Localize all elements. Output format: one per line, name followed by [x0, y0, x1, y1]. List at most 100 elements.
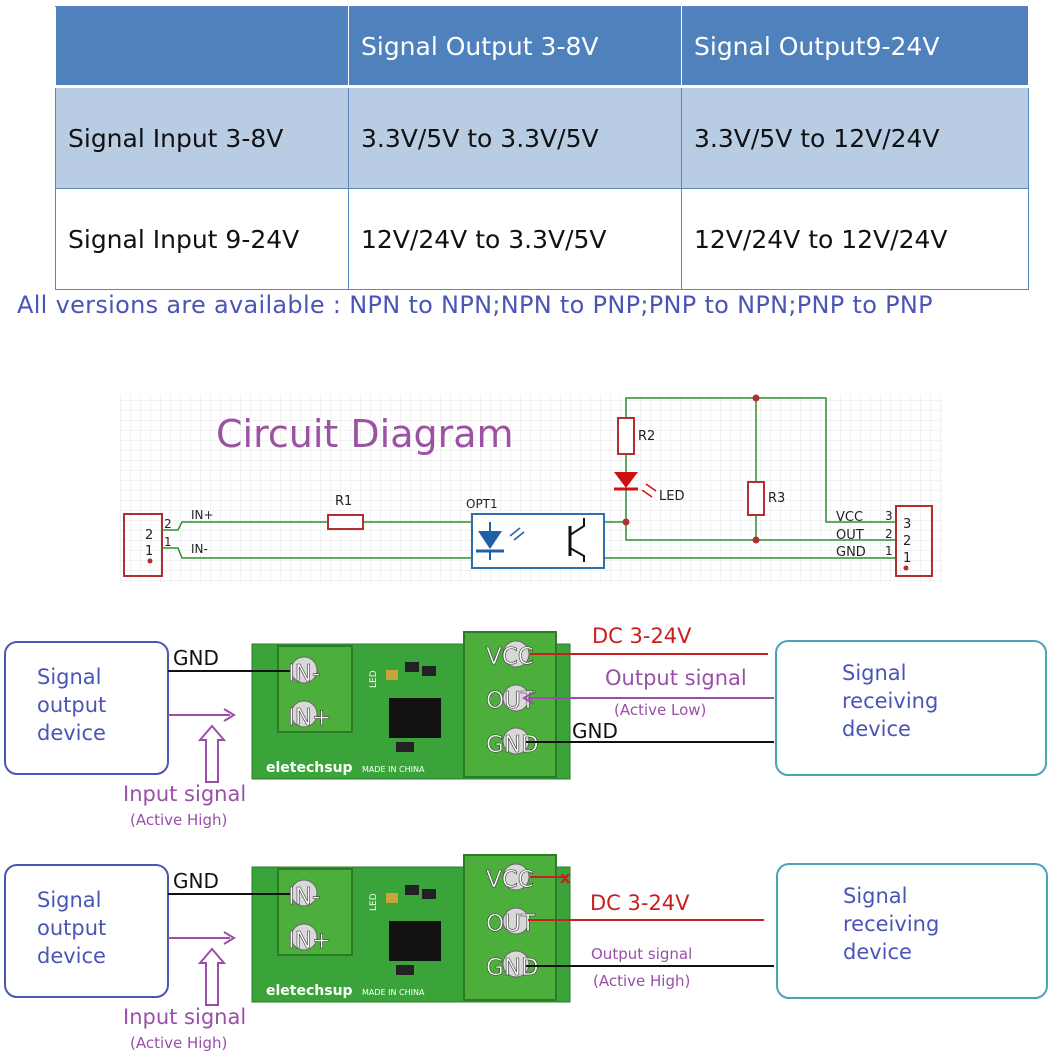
table-cell: Signal Input 9-24V	[55, 188, 349, 290]
smd-component	[405, 885, 419, 895]
smd-component	[396, 742, 414, 752]
device-label-line: Signal	[843, 884, 908, 908]
table-header-row: Signal Output 3-8V Signal Output9-24V	[55, 6, 1029, 87]
connector-pin-label: 2	[145, 528, 153, 543]
net-number: 1	[164, 535, 172, 549]
input-signal-label: Input signal	[123, 782, 246, 806]
connector-pin-label: 1	[903, 551, 911, 566]
resistor-r2: R2	[617, 417, 655, 455]
terminal-label-in-minus: IN-	[288, 661, 320, 687]
junction-dots	[622, 394, 760, 544]
signal-output-device-box	[4, 864, 169, 998]
smd-component	[405, 662, 419, 672]
terminal-block-output	[463, 854, 557, 1001]
resistor-r3: R3	[747, 481, 785, 516]
connector-pin-label: 3	[903, 517, 911, 532]
device-label-line: device	[37, 721, 106, 745]
smd-component	[386, 670, 398, 680]
terminal-label-out: OUT	[486, 688, 536, 714]
optocoupler-label: OPT1	[466, 497, 498, 511]
versions-note: All versions are available : NPN to NPN;…	[17, 291, 933, 319]
resistor-label: R3	[768, 491, 785, 506]
device-label-line: Signal	[842, 661, 907, 685]
power-label: DC 3-24V	[592, 624, 692, 648]
table-cell: 3.3V/5V to 3.3V/5V	[348, 85, 682, 189]
resistor-label: R2	[638, 429, 655, 444]
output-signal-label: Output signal	[605, 666, 747, 690]
smd-component	[422, 666, 436, 676]
pcb-board	[251, 866, 571, 1003]
net-number: 2	[885, 527, 893, 541]
terminal-block-output	[463, 631, 557, 778]
up-arrow-icon	[197, 724, 227, 783]
screw-icon	[502, 950, 530, 978]
power-label: DC 3-24V	[590, 891, 690, 915]
input-active-label: (Active High)	[130, 811, 227, 829]
terminal-label-gnd: GND	[486, 955, 539, 981]
gnd-label-right: GND	[572, 719, 618, 743]
screw-icon	[502, 640, 530, 668]
signal-receiving-device-box	[776, 863, 1048, 999]
table-cell: 12V/24V to 12V/24V	[681, 188, 1029, 290]
wiring-diagram-active-low: Signal output device Signal receiving de…	[4, 624, 1047, 829]
input-signal-label: Input signal	[123, 1005, 246, 1029]
screw-icon	[502, 863, 530, 891]
table-cell: Signal Input 3-8V	[55, 85, 349, 189]
led-label: LED	[659, 489, 684, 504]
table-header-corner	[55, 6, 349, 87]
signal-input-arrow-icon	[223, 931, 236, 945]
screw-icon	[502, 907, 530, 935]
output-connector: VCC OUT GND 3 2 1 3 2 1	[836, 505, 933, 577]
smd-component	[396, 965, 414, 975]
led-silkscreen: LED	[369, 670, 379, 688]
smd-component	[386, 893, 398, 903]
made-in-silkscreen: MADE IN CHINA	[362, 765, 425, 774]
input-connector: 2 1 2 1	[123, 513, 172, 577]
resistor-r1: R1	[327, 494, 364, 530]
net-label-vcc: VCC	[836, 510, 863, 525]
net-number: 2	[164, 517, 172, 531]
input-active-label: (Active High)	[130, 1034, 227, 1052]
screw-icon	[290, 700, 318, 728]
terminal-label-gnd: GND	[486, 732, 539, 758]
screw-icon	[290, 879, 318, 907]
terminal-block-input	[277, 645, 353, 733]
table-header-output-9-24v: Signal Output9-24V	[681, 6, 1029, 87]
device-label-line: output	[37, 916, 106, 940]
terminal-label-in-plus: IN+	[288, 705, 331, 731]
table-row: Signal Input 9-24V 12V/24V to 3.3V/5V 12…	[55, 188, 1029, 290]
voltage-spec-table: Signal Output 3-8V Signal Output9-24V Si…	[55, 6, 1029, 290]
circuit-title: Circuit Diagram	[216, 412, 514, 456]
screw-icon	[502, 727, 530, 755]
net-label-in-minus: IN-	[191, 542, 208, 556]
circuit-wires	[162, 397, 896, 559]
device-label-line: receiving	[842, 689, 938, 713]
table-cell: 3.3V/5V to 12V/24V	[681, 85, 1029, 189]
screw-icon	[502, 684, 530, 712]
output-active-label: (Active Low)	[614, 701, 706, 719]
wiring-diagram-active-high: Signal output device Signal receiving de…	[4, 854, 1048, 1052]
brand-silkscreen: eletechsup	[266, 983, 353, 999]
net-label-gnd: GND	[836, 545, 866, 560]
vcc-disconnected-icon: x	[560, 868, 571, 887]
device-label-line: Signal	[37, 665, 102, 689]
device-label-line: Signal	[37, 888, 102, 912]
terminal-label-in-plus: IN+	[288, 928, 331, 954]
terminal-label-in-minus: IN-	[288, 884, 320, 910]
up-arrow-icon	[197, 947, 227, 1006]
net-label-in-plus: IN+	[191, 508, 214, 522]
brand-silkscreen: eletechsup	[266, 760, 353, 776]
smd-component	[422, 889, 436, 899]
table-header-output-3-8v: Signal Output 3-8V	[348, 6, 682, 87]
led-indicator: LED	[614, 472, 684, 504]
terminal-label-vcc: VCC	[486, 867, 534, 893]
optocoupler-chip	[389, 921, 441, 961]
gnd-label-left: GND	[173, 869, 219, 893]
device-label-line: device	[37, 944, 106, 968]
device-label-line: device	[843, 940, 912, 964]
table-row: Signal Input 3-8V 3.3V/5V to 3.3V/5V 3.3…	[55, 85, 1029, 189]
resistor-label: R1	[335, 494, 352, 509]
output-arrow-icon	[522, 691, 535, 705]
device-label-line: receiving	[843, 912, 939, 936]
screw-icon	[290, 656, 318, 684]
